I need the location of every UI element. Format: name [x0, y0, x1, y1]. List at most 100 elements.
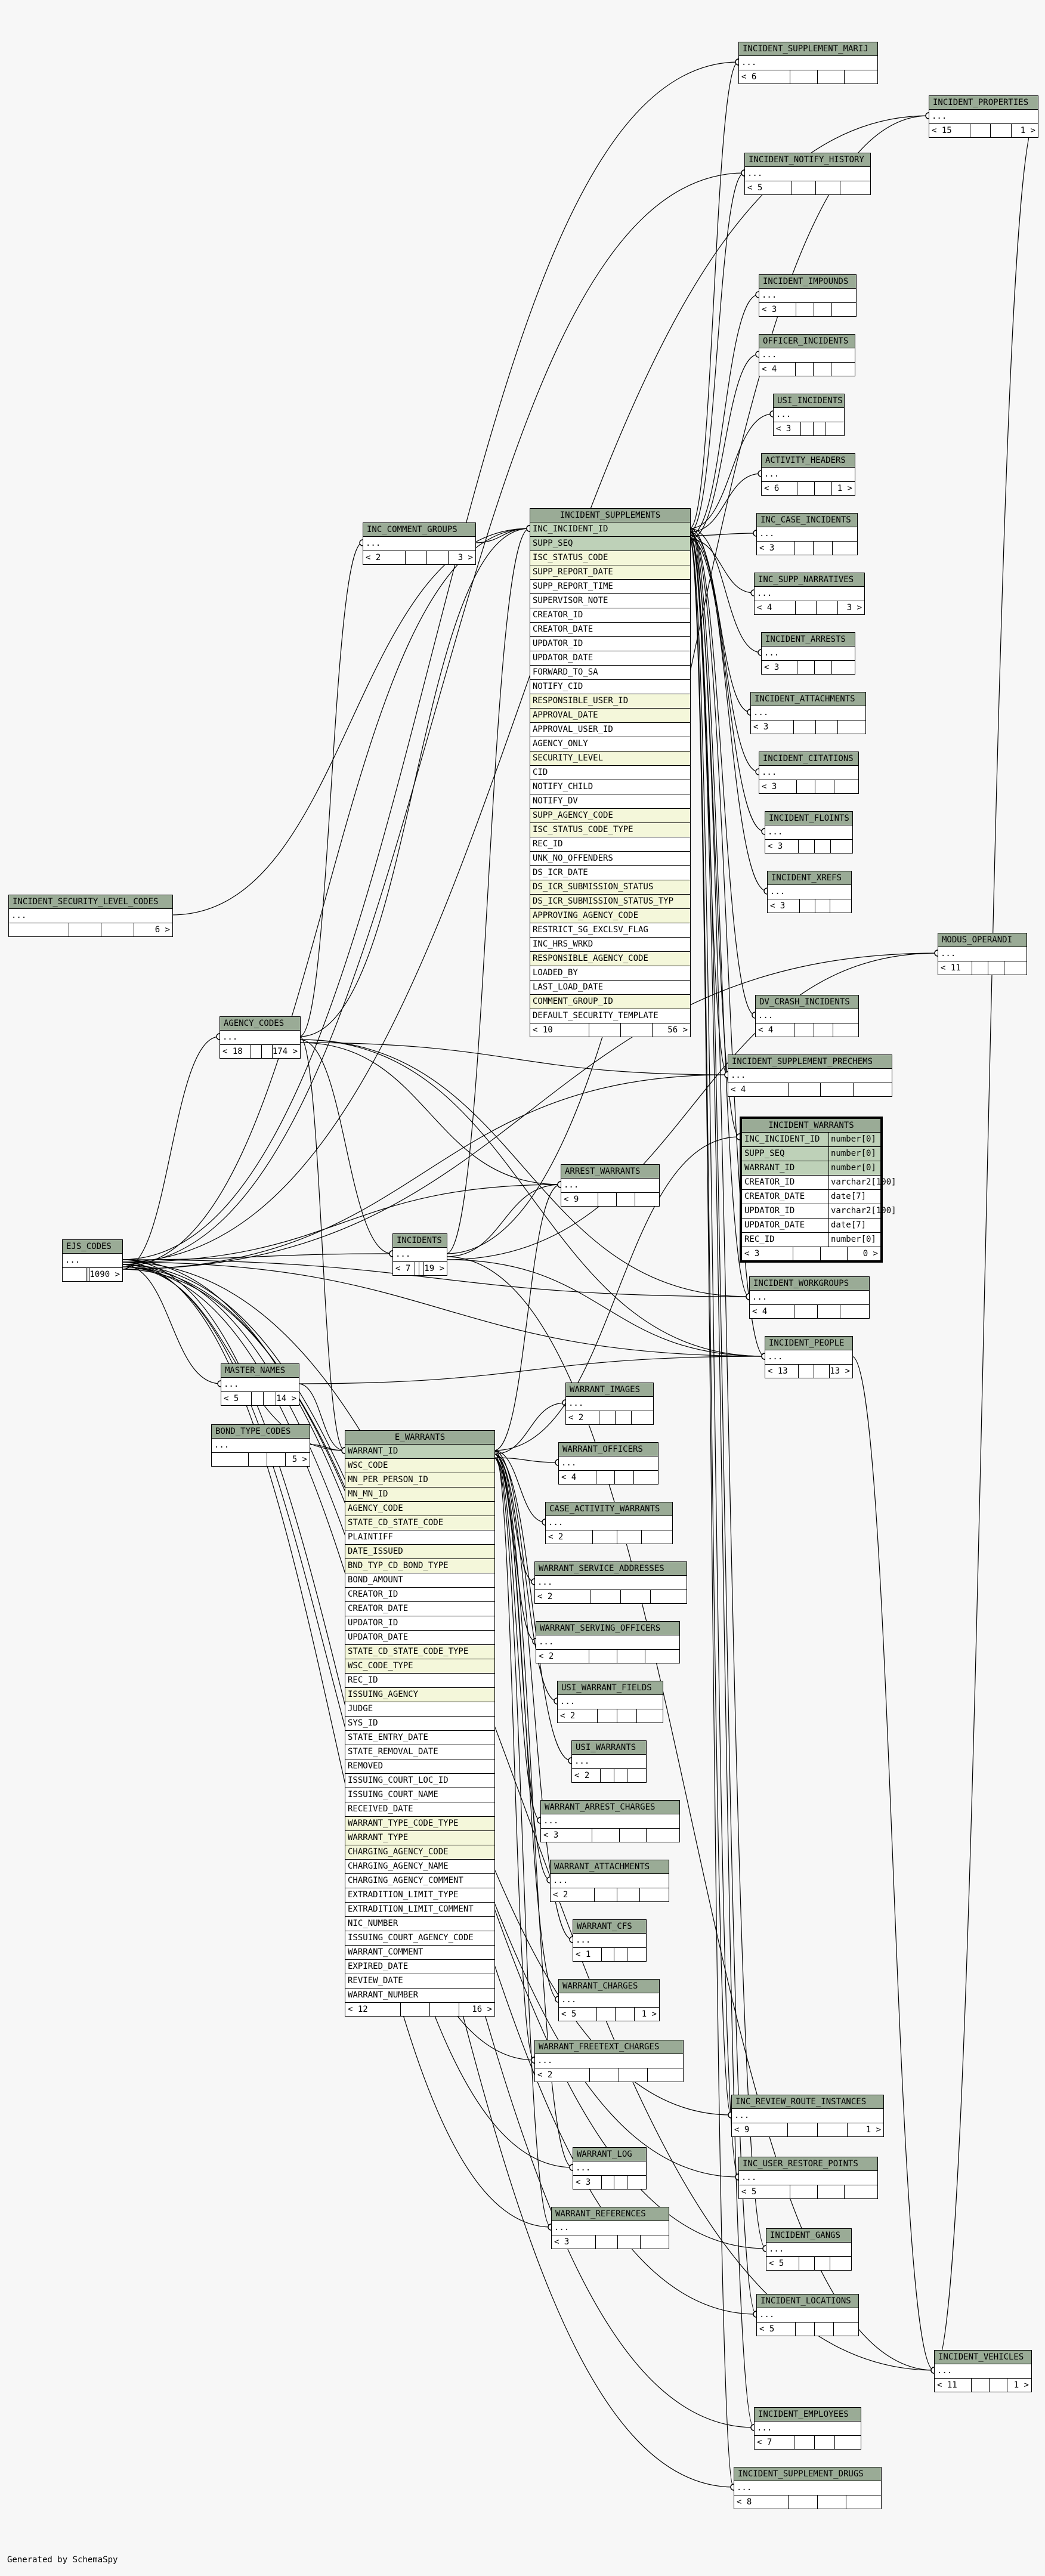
column-row[interactable]: APPROVING_AGENCY_CODE — [530, 909, 690, 923]
table-name[interactable]: ACTIVITY_HEADERS — [762, 454, 855, 468]
column-row[interactable]: UPDATOR_DATE — [345, 1631, 494, 1645]
column-row[interactable]: UNK_NO_OFFENDERS — [530, 852, 690, 866]
table-name[interactable]: INCIDENTS — [393, 1234, 447, 1248]
table-name[interactable]: WARRANT_ARREST_CHARGES — [541, 1801, 679, 1814]
column-row[interactable]: PLAINTIFF — [345, 1530, 494, 1545]
column-row[interactable]: WSC_CODE — [345, 1459, 494, 1473]
table-name[interactable]: INC_REVIEW_ROUTE_INSTANCES — [732, 2095, 883, 2109]
table-usi-incidents[interactable]: USI_INCIDENTS...< 3 — [773, 394, 845, 436]
table-incident-supplement-drugs[interactable]: INCIDENT_SUPPLEMENT_DRUGS...< 8 — [734, 2467, 882, 2509]
table-name[interactable]: INCIDENT_ATTACHMENTS — [751, 692, 865, 706]
column-row[interactable]: RESTRICT_SG_EXCLSV_FLAG — [530, 923, 690, 938]
column-row[interactable]: CHARGING_AGENCY_CODE — [345, 1845, 494, 1860]
column-row[interactable]: NOTIFY_CHILD — [530, 780, 690, 794]
table-name[interactable]: INCIDENT_FLOINTS — [765, 812, 852, 825]
column-row[interactable]: DATE_ISSUED — [345, 1545, 494, 1559]
column-row[interactable]: REVIEW_DATE — [345, 1974, 494, 1989]
table-name[interactable]: WARRANT_REFERENCES — [552, 2207, 669, 2221]
column-row[interactable]: ISSUING_AGENCY — [345, 1688, 494, 1702]
table-name[interactable]: INCIDENT_PROPERTIES — [929, 96, 1038, 110]
column-row[interactable]: SUPERVISOR_NOTE — [530, 594, 690, 608]
column-row[interactable]: BOND_AMOUNT — [345, 1573, 494, 1588]
table-bond-type-codes[interactable]: BOND_TYPE_CODES...5 > — [211, 1424, 310, 1467]
table-incident-security-level-codes[interactable]: INCIDENT_SECURITY_LEVEL_CODES...6 > — [8, 895, 173, 937]
table-name[interactable]: WARRANT_CHARGES — [559, 1980, 659, 1993]
table-name[interactable]: INC_USER_RESTORE_POINTS — [739, 2157, 877, 2171]
table-warrant-references[interactable]: WARRANT_REFERENCES...< 3 — [551, 2207, 669, 2249]
table-incident-notify-history[interactable]: INCIDENT_NOTIFY_HISTORY...< 5 — [744, 153, 871, 195]
table-name[interactable]: INCIDENT_PEOPLE — [765, 1337, 852, 1350]
column-row[interactable]: CHARGING_AGENCY_COMMENT — [345, 1874, 494, 1888]
table-dv-crash-incidents[interactable]: DV_CRASH_INCIDENTS...< 4 — [755, 995, 859, 1037]
table-name[interactable]: INCIDENT_CITATIONS — [759, 752, 858, 766]
column-row[interactable]: AGENCY_ONLY — [530, 737, 690, 752]
table-name[interactable]: INCIDENT_SUPPLEMENT_PRECHEMS — [728, 1055, 892, 1069]
column-row[interactable]: ISSUING_COURT_LOC_ID — [345, 1774, 494, 1788]
column-row[interactable]: CREATOR_DATE — [530, 623, 690, 637]
table-usi-warrants[interactable]: USI_WARRANTS...< 2 — [571, 1740, 647, 1783]
column-row[interactable]: DS_ICR_DATE — [530, 866, 690, 880]
column-row[interactable]: WSC_CODE_TYPE — [345, 1659, 494, 1674]
column-row[interactable]: INC_INCIDENT_ID — [530, 522, 690, 537]
table-name[interactable]: ARREST_WARRANTS — [561, 1165, 659, 1179]
column-row[interactable]: ISSUING_COURT_AGENCY_CODE — [345, 1931, 494, 1946]
column-row[interactable]: APPROVAL_DATE — [530, 709, 690, 723]
column-row[interactable]: RESPONSIBLE_AGENCY_CODE — [530, 952, 690, 966]
column-row[interactable]: STATE_REMOVAL_DATE — [345, 1745, 494, 1759]
table-incident-supplement-marij[interactable]: INCIDENT_SUPPLEMENT_MARIJ...< 6 — [738, 42, 878, 84]
table-warrant-arrest-charges[interactable]: WARRANT_ARREST_CHARGES...< 3 — [540, 1800, 680, 1842]
column-row[interactable]: WARRANT_TYPE_CODE_TYPE — [345, 1817, 494, 1831]
column-row[interactable]: WARRANT_NUMBER — [345, 1989, 494, 2003]
column-row[interactable]: RESPONSIBLE_USER_ID — [530, 694, 690, 709]
table-modus-operandi[interactable]: MODUS_OPERANDI...< 11 — [938, 933, 1027, 975]
table-warrant-log[interactable]: WARRANT_LOG...< 3 — [573, 2147, 647, 2190]
column-row[interactable]: CHARGING_AGENCY_NAME — [345, 1860, 494, 1874]
table-name[interactable]: INCIDENT_NOTIFY_HISTORY — [745, 153, 870, 167]
table-usi-warrant-fields[interactable]: USI_WARRANT_FIELDS...< 2 — [557, 1681, 663, 1723]
table-name[interactable]: INCIDENT_SUPPLEMENT_MARIJ — [739, 42, 877, 56]
column-row[interactable]: CREATOR_DATE — [345, 1602, 494, 1616]
column-row[interactable]: LAST_LOAD_DATE — [530, 981, 690, 995]
table-incident-attachments[interactable]: INCIDENT_ATTACHMENTS...< 3 — [750, 692, 866, 734]
column-row[interactable]: CREATOR_ID — [345, 1588, 494, 1602]
table-name[interactable]: AGENCY_CODES — [220, 1017, 300, 1031]
table-arrest-warrants[interactable]: ARREST_WARRANTS...< 9 — [561, 1164, 660, 1207]
column-row[interactable]: DS_ICR_SUBMISSION_STATUS — [530, 880, 690, 895]
column-row[interactable]: REC_ID — [530, 837, 690, 852]
table-name[interactable]: INCIDENT_WARRANTS — [742, 1119, 880, 1133]
table-name[interactable]: WARRANT_SERVING_OFFICERS — [536, 1622, 679, 1635]
column-row[interactable]: EXTRADITION_LIMIT_TYPE — [345, 1888, 494, 1903]
column-row[interactable]: FORWARD_TO_SA — [530, 666, 690, 680]
table-name[interactable]: EJS_CODES — [63, 1240, 122, 1254]
table-name[interactable]: BOND_TYPE_CODES — [212, 1425, 310, 1439]
column-row[interactable]: APPROVAL_USER_ID — [530, 723, 690, 737]
table-incident-arrests[interactable]: INCIDENT_ARRESTS...< 3 — [761, 632, 855, 675]
column-row[interactable]: WARRANT_ID — [345, 1445, 494, 1459]
column-row[interactable]: ISC_STATUS_CODE — [530, 551, 690, 565]
column-row[interactable]: SECURITY_LEVEL — [530, 752, 690, 766]
column-row[interactable]: UPDATOR_DATE — [530, 651, 690, 666]
column-row[interactable]: JUDGE — [345, 1702, 494, 1717]
table-warrant-images[interactable]: WARRANT_IMAGES...< 2 — [565, 1383, 654, 1425]
column-row[interactable]: EXPIRED_DATE — [345, 1960, 494, 1974]
column-row[interactable]: WARRANT_COMMENT — [345, 1946, 494, 1960]
table-incident-citations[interactable]: INCIDENT_CITATIONS...< 3 — [759, 752, 859, 794]
table-ejs-codes[interactable]: EJS_CODES...1090 > — [62, 1239, 123, 1282]
table-name[interactable]: WARRANT_FREETEXT_CHARGES — [535, 2040, 683, 2054]
table-name[interactable]: INC_CASE_INCIDENTS — [757, 514, 857, 527]
table-incident-locations[interactable]: INCIDENT_LOCATIONS...< 5 — [756, 2294, 859, 2336]
column-row[interactable]: REMOVED — [345, 1759, 494, 1774]
column-row[interactable]: NOTIFY_DV — [530, 794, 690, 809]
table-incident-workgroups[interactable]: INCIDENT_WORKGROUPS...< 4 — [749, 1276, 870, 1319]
